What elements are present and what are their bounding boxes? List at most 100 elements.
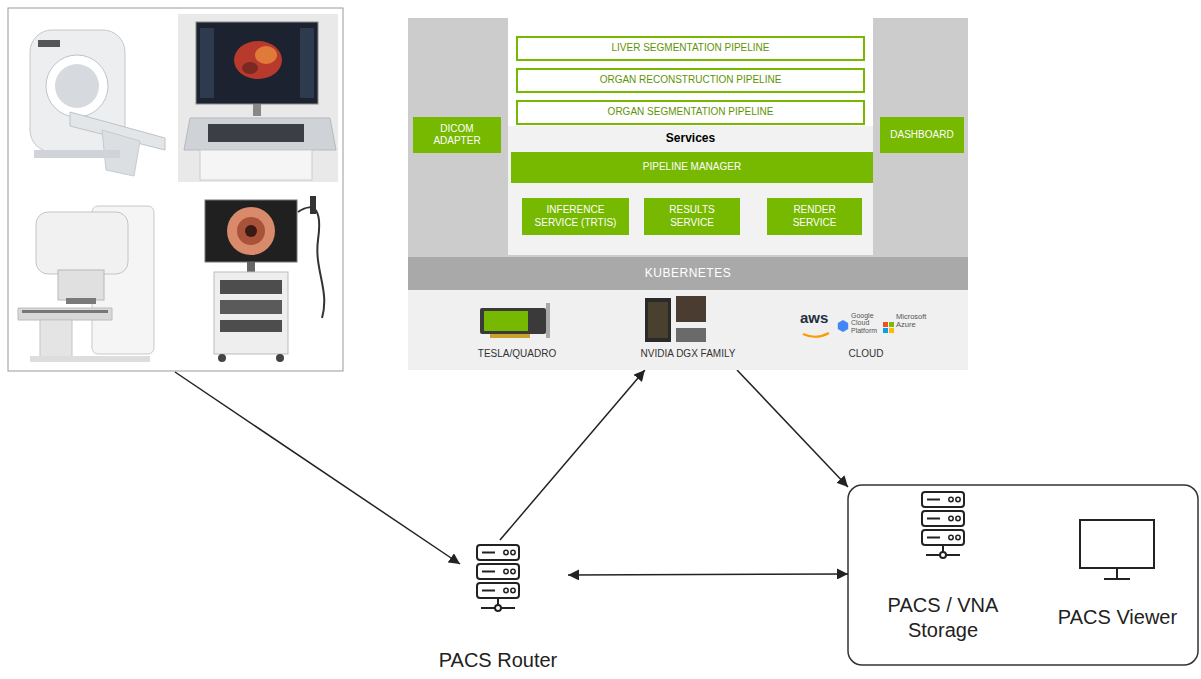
box-label: KUBERNETES [645, 266, 731, 281]
dgx-icon-part [676, 296, 706, 322]
connector-arrow [500, 370, 645, 540]
endoscopy-tower-part [245, 225, 257, 237]
endoscopy-tower-part [247, 262, 255, 272]
ultrasound-machine-part [234, 41, 282, 79]
pacs-group-box [848, 485, 1198, 665]
ultrasound-machine-part [255, 46, 277, 64]
dgx-icon-part [648, 302, 668, 338]
radiotherapy-linac-part [36, 212, 128, 274]
manager-bar: PIPELINE MANAGER [511, 152, 873, 183]
monitor-icon [1080, 520, 1154, 579]
ultrasound-machine-part [242, 62, 258, 74]
storage-node: PACS / VNA Storage [848, 487, 1038, 663]
radiotherapy-linac-part [18, 308, 112, 320]
endoscopy-tower-part [298, 207, 324, 318]
monitor-icon-part [1104, 578, 1130, 580]
box-label: RENDER SERVICE [780, 204, 850, 229]
connector-arrow [737, 370, 848, 487]
dgx-icon-part [676, 328, 706, 342]
node-caption: PACS Viewer [1040, 605, 1195, 630]
ct-scanner [30, 30, 165, 176]
ultrasound-machine-part [178, 14, 338, 182]
dgx-icon-part [645, 298, 671, 342]
router-icon [477, 545, 519, 611]
pipeline-box: LIVER SEGMENTATION PIPELINE [516, 36, 865, 61]
hardware-label: CLOUD [826, 348, 906, 361]
service-box: INFERENCE SERVICE (TRTIS) [522, 198, 629, 235]
cloud-logos-part [838, 320, 848, 332]
services-panel: LIVER SEGMENTATION PIPELINE ORGAN RECONST… [508, 18, 873, 255]
logo-text: Google Cloud Platform [851, 312, 889, 334]
ct-scanner-part [46, 55, 108, 117]
cloud-logos [803, 320, 894, 337]
radiotherapy-linac-part [30, 356, 150, 362]
panel-heading: Services [508, 131, 873, 146]
radiotherapy-linac-part [58, 270, 104, 300]
ultrasound-machine-part [184, 118, 336, 150]
ultrasound-machine-part [200, 150, 312, 180]
endoscopy-tower-part [276, 354, 284, 362]
cloud-logos-part [889, 328, 894, 333]
endoscopy-tower-part [205, 200, 297, 262]
logo-text: Microsoft Azure [896, 313, 946, 330]
box-label: RESULTS SERVICE [657, 204, 727, 229]
ultrasound-machine-part [200, 28, 214, 98]
ultrasound-machine-part [208, 124, 304, 142]
radiotherapy-linac [18, 206, 154, 362]
radiotherapy-linac-part [66, 298, 96, 304]
pipeline-box: ORGAN RECONSTRUCTION PIPELINE [516, 68, 865, 93]
kubernetes-band: KUBERNETES [408, 257, 968, 290]
cloud-logos-part [803, 333, 829, 337]
gpu-card-icon-part [484, 311, 528, 331]
gpu-card-icon-part [490, 334, 530, 338]
ct-scanner-part [38, 40, 60, 47]
endoscopy-tower-part [214, 272, 288, 354]
endoscopy-tower [205, 196, 324, 362]
monitor-icon-part [1116, 568, 1118, 578]
devices-panel [8, 8, 343, 371]
pipeline-box: ORGAN SEGMENTATION PIPELINE [516, 100, 865, 125]
endoscopy-tower-part [227, 207, 275, 255]
gpu-card-icon-part [480, 308, 546, 334]
dgx-icon [645, 296, 706, 342]
service-box: RENDER SERVICE [767, 198, 862, 235]
endoscopy-tower-part [218, 354, 226, 362]
service-box: RESULTS SERVICE [644, 198, 740, 235]
device-feed-arrow [175, 372, 460, 564]
box-label: INFERENCE SERVICE (TRTIS) [527, 204, 625, 229]
node-caption: PACS / VNA Storage [875, 593, 1011, 643]
radiotherapy-linac-part [22, 310, 108, 313]
ultrasound-machine [178, 14, 338, 182]
box-label: DASHBOARD [890, 129, 953, 142]
endoscopy-tower-part [237, 217, 265, 245]
node-caption: PACS Router [428, 648, 568, 673]
logo-text: aws [800, 309, 840, 328]
ultrasound-machine-part [253, 104, 261, 116]
dashboard-box: DASHBOARD [880, 117, 964, 153]
hardware-strip: TESLA/QUADRO NVIDIA DGX FAMILY aws Google C… [408, 290, 968, 370]
box-label: ORGAN RECONSTRUCTION PIPELINE [600, 74, 782, 87]
monitor-icon-part [1080, 520, 1154, 568]
router-node: PACS Router [428, 540, 568, 676]
endoscopy-tower-part [220, 280, 282, 294]
endoscopy-tower-part [220, 320, 282, 332]
endoscopy-tower-part [220, 300, 282, 314]
devices-panel-part [8, 8, 343, 371]
ultrasound-machine-part [300, 28, 314, 98]
connector-arrow [568, 574, 848, 575]
cloud-logos-part [883, 322, 888, 327]
cloud-logos-part [889, 322, 894, 327]
ct-scanner-part [55, 64, 99, 108]
storage-icon [922, 492, 964, 558]
cloud-logos-part [883, 328, 888, 333]
box-label: DICOM ADAPTER [426, 123, 488, 148]
endoscopy-tower-part [310, 196, 316, 214]
hardware-label: NVIDIA DGX FAMILY [618, 348, 758, 361]
box-label: LIVER SEGMENTATION PIPELINE [612, 42, 770, 55]
gpu-card-icon-part [546, 303, 550, 338]
adapter-box: DICOM ADAPTER [413, 117, 501, 153]
radiotherapy-linac-part [40, 320, 72, 358]
ct-scanner-part [34, 150, 120, 158]
hardware-label: TESLA/QUADRO [457, 348, 577, 361]
